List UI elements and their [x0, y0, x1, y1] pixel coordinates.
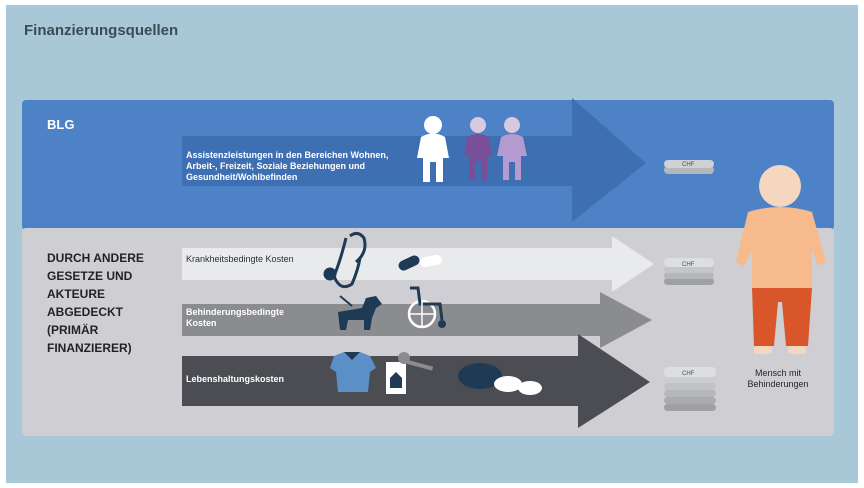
- coin-stack-icon: CHF: [664, 258, 714, 285]
- lebenshaltung-label: Lebenshaltungskosten: [186, 374, 285, 384]
- people-icon: [464, 117, 527, 180]
- shirt-icon: [330, 352, 376, 392]
- coin-label: CHF: [682, 371, 695, 377]
- coin-stack-icon: CHF: [664, 160, 714, 174]
- krankheit-label: Krankheitsbedingte Kosten: [186, 254, 294, 264]
- assistenz-label: Assistenzleistungen in den Bereichen Woh…: [186, 150, 389, 182]
- krankheit-arrow: [182, 236, 654, 292]
- coin-stack-icon: CHF: [664, 367, 716, 411]
- people-icon: [417, 116, 449, 182]
- person-icon: [736, 165, 826, 354]
- guide-dog-icon: [338, 295, 382, 330]
- lebenshaltung-arrow: [182, 334, 650, 428]
- other-funding-label: DURCH ANDERE GESETZE UND AKTEURE ABGEDEC…: [47, 251, 144, 355]
- blg-label: BLG: [47, 117, 75, 132]
- person-caption: Mensch mit Behinderungen: [747, 368, 809, 389]
- stethoscope-icon: [323, 231, 367, 289]
- page-title: Finanzierungsquellen: [24, 22, 179, 39]
- pills-icon: [398, 254, 442, 271]
- behinderung-arrow: [182, 292, 652, 348]
- house-key-icon: [386, 352, 434, 394]
- coin-label: CHF: [682, 262, 695, 268]
- behinderung-label: Behinderungsbedingte Kosten: [186, 307, 285, 328]
- assistenz-arrow: [182, 98, 646, 222]
- bread-icon: [458, 363, 542, 395]
- wheelchair-icon: [407, 286, 446, 329]
- coin-label: CHF: [682, 162, 695, 168]
